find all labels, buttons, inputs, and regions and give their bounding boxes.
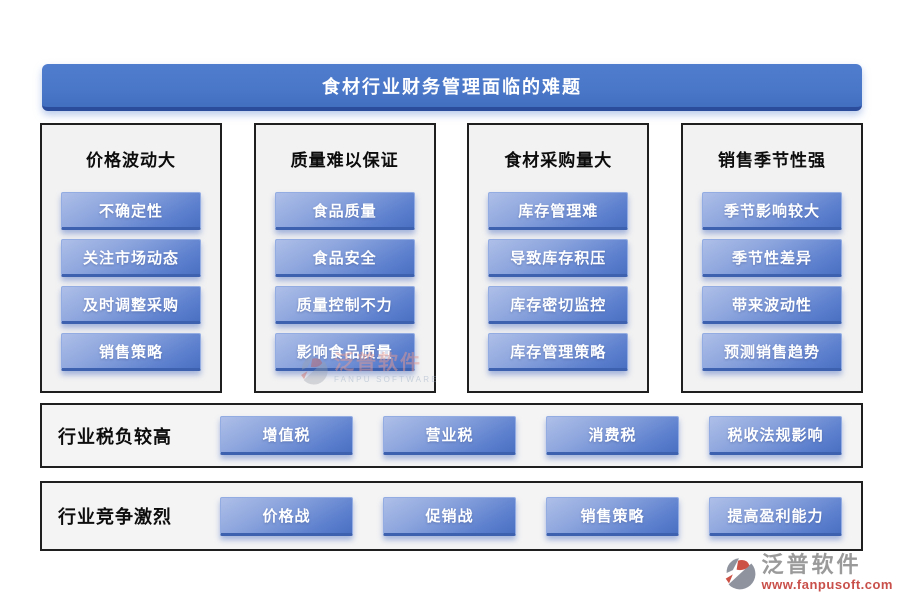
row-competition: 行业竞争激烈 价格战 促销战 销售策略 提高盈利能力 <box>40 481 863 551</box>
column-quality-assurance: 质量难以保证 食品质量 食品安全 质量控制不力 影响食品质量 <box>253 123 436 393</box>
topic-button: 库存管理难 <box>488 192 629 230</box>
topic-button: 质量控制不力 <box>274 286 415 324</box>
row-label: 行业竞争激烈 <box>58 507 172 527</box>
footer-text: 泛普软件 www.fanpusoft.com <box>761 552 893 593</box>
topic-button: 提高盈利能力 <box>709 496 842 536</box>
topic-button: 食品质量 <box>274 192 415 230</box>
topic-button: 库存密切监控 <box>488 286 629 324</box>
topic-button: 带来波动性 <box>701 286 842 324</box>
topic-button: 季节性差异 <box>701 239 842 277</box>
topic-button: 库存管理策略 <box>488 333 629 371</box>
topic-button: 导致库存积压 <box>488 239 629 277</box>
topic-button: 价格战 <box>220 496 353 536</box>
topic-button: 食品安全 <box>274 239 415 277</box>
row-button-list: 增值税 营业税 消费税 税收法规影响 <box>214 416 861 455</box>
row-label: 行业税负较高 <box>58 426 172 447</box>
topic-button: 促销战 <box>383 496 516 536</box>
topic-button: 消费税 <box>546 416 679 455</box>
column-header: 价格波动大 <box>86 151 176 170</box>
fanpu-logo-icon <box>726 558 756 590</box>
column-header: 销售季节性强 <box>717 151 826 170</box>
column-button-list: 食品质量 食品安全 质量控制不力 影响食品质量 <box>274 192 415 371</box>
column-header: 质量难以保证 <box>290 151 399 170</box>
title-banner: 食材行业财务管理面临的难题 <box>42 64 862 111</box>
fanpu-footer-logo: 泛普软件 www.fanpusoft.com <box>720 553 893 592</box>
row-button-list: 价格战 促销战 销售策略 提高盈利能力 <box>214 496 861 536</box>
topic-button: 预测销售趋势 <box>701 333 842 371</box>
topic-button: 季节影响较大 <box>701 192 842 230</box>
topic-button: 及时调整采购 <box>61 286 201 324</box>
column-button-list: 季节影响较大 季节性差异 带来波动性 预测销售趋势 <box>701 192 842 371</box>
footer-url: www.fanpusoft.com <box>761 577 893 592</box>
topic-button: 销售策略 <box>546 496 679 536</box>
column-sales-seasonality: 销售季节性强 季节影响较大 季节性差异 带来波动性 预测销售趋势 <box>680 123 863 393</box>
topic-button: 增值税 <box>220 416 353 455</box>
column-header: 食材采购量大 <box>504 151 613 170</box>
topic-button: 税收法规影响 <box>709 416 842 455</box>
topic-button: 影响食品质量 <box>274 333 415 371</box>
problem-columns: 价格波动大 不确定性 关注市场动态 及时调整采购 销售策略 质量难以保证 食品质… <box>40 123 863 393</box>
topic-button: 销售策略 <box>61 333 201 371</box>
page-title: 食材行业财务管理面临的难题 <box>322 76 582 97</box>
row-tax-burden: 行业税负较高 增值税 营业税 消费税 税收法规影响 <box>40 403 863 468</box>
topic-button: 关注市场动态 <box>61 239 201 277</box>
column-procurement-volume: 食材采购量大 库存管理难 导致库存积压 库存密切监控 库存管理策略 <box>467 123 650 393</box>
column-button-list: 不确定性 关注市场动态 及时调整采购 销售策略 <box>61 192 201 371</box>
footer-brand: 泛普软件 <box>761 552 862 577</box>
topic-button: 营业税 <box>383 416 516 455</box>
column-button-list: 库存管理难 导致库存积压 库存密切监控 库存管理策略 <box>488 192 629 371</box>
topic-button: 不确定性 <box>61 192 201 230</box>
column-price-volatility: 价格波动大 不确定性 关注市场动态 及时调整采购 销售策略 <box>40 123 222 393</box>
